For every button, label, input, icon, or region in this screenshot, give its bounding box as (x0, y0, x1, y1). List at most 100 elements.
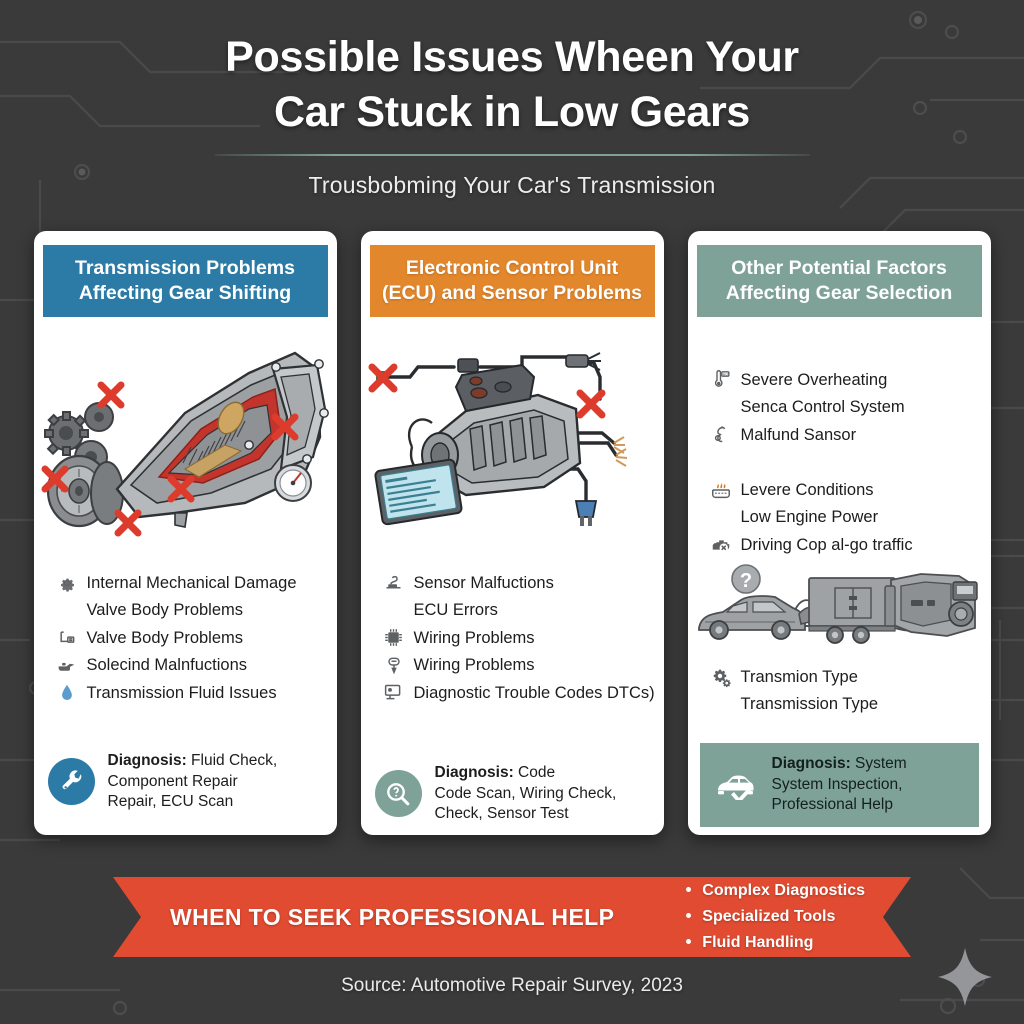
card-3-diagnosis: Diagnosis: System System Inspection, Pro… (700, 743, 979, 827)
card-other-factors[interactable]: Other Potential Factors Affecting Gear S… (687, 231, 991, 835)
list-item-label: Low Engine Power (740, 508, 879, 526)
list-item-label: Transmion Type (740, 667, 858, 686)
card-2-diagnosis-text: Diagnosis: Code Code Scan, Wiring Check,… (435, 763, 617, 825)
gears-icon (710, 666, 732, 688)
list-item[interactable]: Transmission Type (688, 691, 991, 719)
diagnosis-line-3: Check, Sensor Test (434, 805, 569, 823)
ribbon-title: WHEN TO SEEK PROFESSIONAL HELP (170, 903, 615, 930)
sensor-coil-icon (710, 424, 732, 446)
card-1-header-line-2: Affecting Gear Shifting (78, 281, 292, 304)
ribbon-list-item: Fluid Handling (686, 930, 865, 956)
header: Possible Issues Wheen Your Car Stuck in … (0, 0, 1024, 199)
oil-can-icon (56, 654, 78, 676)
card-1-diagnosis: Diagnosis: Fluid Check, Component Repair… (34, 751, 337, 813)
card-1-header-line-1: Transmission Problems (75, 257, 295, 279)
sensor-icon (383, 572, 405, 594)
list-item[interactable]: Transmission Fluid Issues (34, 679, 337, 707)
card-3-header-line-2: Affecting Gear Selection (725, 281, 953, 304)
list-item-label: Wiring Problems (413, 628, 535, 647)
fluid-drop-icon (56, 682, 78, 704)
card-2-header: Electronic Control Unit (ECU) and Sensor… (369, 245, 655, 317)
scanner-icon (383, 682, 405, 704)
ribbon-list-item: Complex Diagnostics (686, 878, 865, 904)
svg-text:?: ? (740, 570, 752, 592)
thermometer-hot-icon: HOT (710, 369, 732, 391)
title-line-1: Possible Issues Wheen Your (225, 33, 799, 81)
list-item-label: Transmission Fluid Issues (86, 683, 277, 702)
list-item[interactable]: Diagnostic Trouble Codes DTCs) (361, 679, 664, 707)
transmission-cutaway-illustration (34, 317, 337, 555)
magnifier-question-icon (374, 770, 422, 818)
list-item[interactable]: Wiring Problems (361, 652, 664, 680)
card-3-diagnosis-panel: Diagnosis: System System Inspection, Pro… (699, 743, 979, 827)
diagnosis-label: Diagnosis: (771, 755, 851, 772)
diagnosis-line-3: Professional Help (771, 796, 893, 814)
list-item-label: Senca Control System (740, 398, 905, 416)
list-item[interactable]: Levere Conditions (688, 476, 991, 504)
list-item[interactable]: Sensor Malfuctions (361, 569, 664, 597)
list-item-label: Transmission Type (740, 695, 879, 713)
card-ecu-sensor-problems[interactable]: Electronic Control Unit (ECU) and Sensor… (360, 231, 664, 835)
card-2-header-line-2: (ECU) and Sensor Problems (381, 281, 643, 304)
card-1-item-list: Internal Mechanical Damage Valve Body Pr… (34, 569, 337, 707)
professional-help-ribbon: WHEN TO SEEK PROFESSIONAL HELP Complex D… (113, 877, 911, 957)
engine-wiring-illustration (361, 317, 664, 555)
list-item[interactable]: Valve Body Problems (34, 597, 337, 625)
list-item[interactable]: HOT Severe Overheating (688, 366, 991, 394)
list-item-label: Driving Cop al-go traffic (740, 535, 913, 554)
diagnosis-line-1: System (850, 755, 907, 772)
card-1-diagnosis-text: Diagnosis: Fluid Check, Component Repair… (108, 751, 278, 813)
list-item[interactable]: Valve Body Problems (34, 624, 337, 652)
diagnosis-line-1: Fluid Check, (186, 752, 278, 769)
list-item-label: Sensor Malfuctions (413, 573, 554, 592)
card-2-header-line-1: Electronic Control Unit (405, 257, 619, 279)
diagnosis-line-3: Repair, ECU Scan (107, 793, 234, 811)
ribbon-list-item: Specialized Tools (686, 904, 865, 930)
list-item-label: Internal Mechanical Damage (86, 573, 297, 592)
list-item[interactable]: Low Engine Power (688, 504, 991, 532)
diagnosis-line-2: System Inspection, (771, 775, 903, 793)
card-3-diagnosis-text: Diagnosis: System System Inspection, Pro… (772, 754, 907, 816)
card-1-header: Transmission Problems Affecting Gear Shi… (42, 245, 328, 317)
diagnosis-line-2: Component Repair (107, 772, 238, 790)
car-check-icon (712, 761, 759, 808)
svg-text:HOT: HOT (723, 373, 731, 377)
engine-fault-icon (710, 534, 732, 556)
heat-waves-icon (710, 479, 732, 501)
list-item-label: Severe Overheating (740, 370, 888, 389)
list-item[interactable]: Senca Control System (688, 394, 991, 422)
diagnosis-label: Diagnosis: (107, 752, 187, 769)
list-item[interactable]: Transmion Type (688, 663, 991, 691)
list-item[interactable]: Malfund Sansor (688, 421, 991, 449)
valve-body-icon (56, 627, 78, 649)
list-item-label: Levere Conditions (740, 480, 874, 499)
list-item[interactable]: Wiring Problems (361, 624, 664, 652)
list-item[interactable]: Solecind Malnfuctions (34, 652, 337, 680)
list-item-label: Wiring Problems (413, 656, 535, 674)
card-transmission-problems[interactable]: Transmission Problems Affecting Gear Shi… (33, 231, 337, 835)
list-item-label: ECU Errors (413, 601, 498, 619)
list-item-label: Diagnostic Trouble Codes DTCs) (413, 683, 655, 702)
list-item[interactable]: Driving Cop al-go traffic (688, 531, 991, 559)
wrench-icon (47, 758, 95, 806)
list-item-label: Valve Body Problems (86, 601, 244, 619)
car-trailer-illustration: ? (688, 556, 991, 661)
list-item-label: Solecind Malnfuctions (86, 656, 248, 674)
chip-icon (383, 627, 405, 649)
card-3-lower-item-list: Transmion Type Transmission Type (688, 663, 991, 718)
diagnosis-label: Diagnosis: (434, 764, 514, 781)
card-3-header: Other Potential Factors Affecting Gear S… (696, 245, 982, 317)
card-3-item-list: HOT Severe Overheating Senca Control Sys… (688, 366, 991, 559)
card-2-item-list: Sensor Malfuctions ECU Errors (361, 569, 664, 707)
page-subtitle: Trousbobming Your Car's Transmission (308, 172, 716, 199)
list-item[interactable] (688, 449, 991, 477)
page-title: Possible Issues Wheen Your Car Stuck in … (0, 0, 1024, 140)
list-item[interactable]: Internal Mechanical Damage (34, 569, 337, 597)
plug-icon (383, 654, 405, 676)
cards-row: Transmission Problems Affecting Gear Shi… (0, 231, 1024, 835)
sparkle-icon (938, 948, 992, 1006)
list-item[interactable]: ECU Errors (361, 597, 664, 625)
title-divider (214, 154, 810, 157)
gear-icon (56, 572, 78, 594)
card-3-header-line-1: Other Potential Factors (731, 257, 947, 279)
